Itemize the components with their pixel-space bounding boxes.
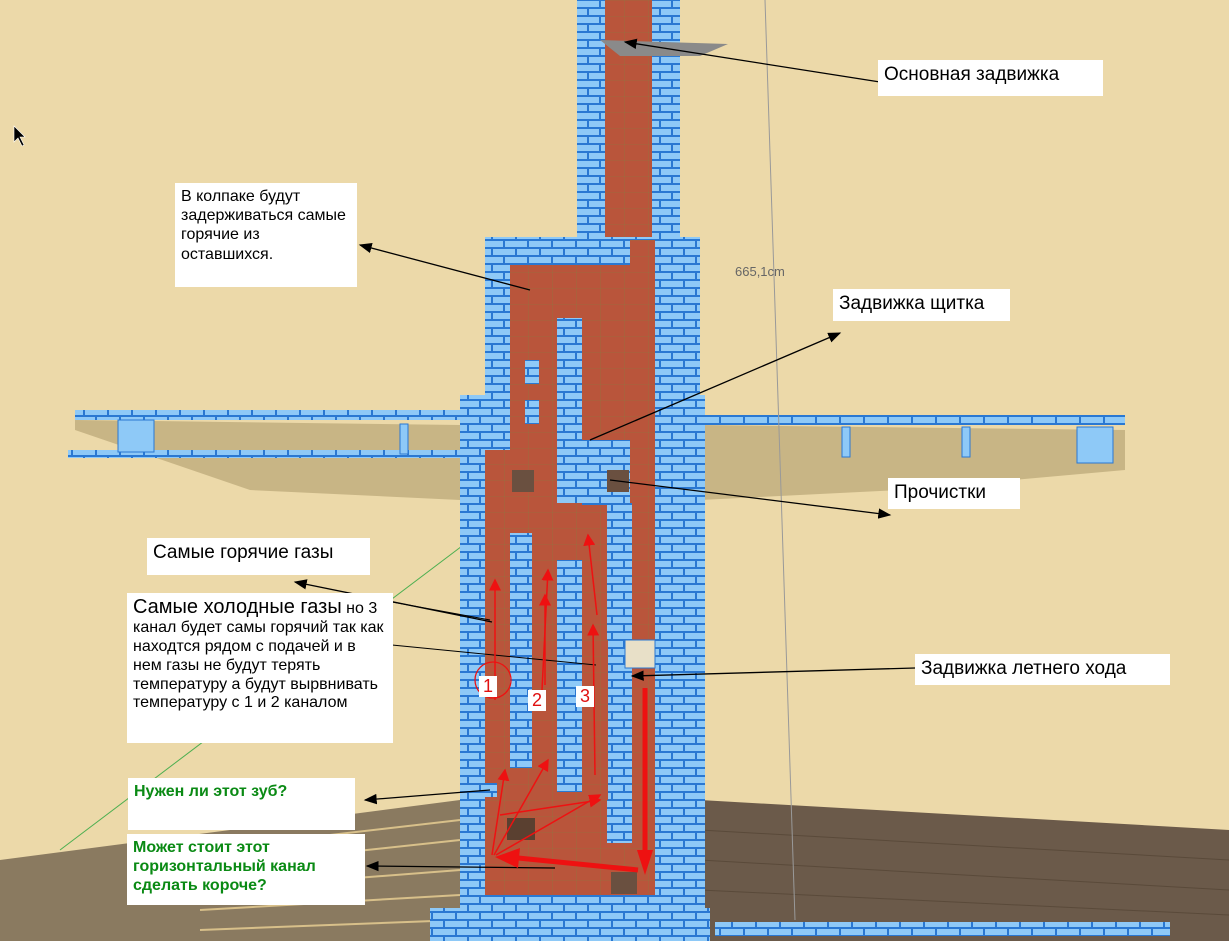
label-cleanouts: Прочистки: [888, 478, 1020, 509]
label-coldest-gases: Самые холодные газы но 3 канал будет сам…: [127, 593, 393, 743]
label-channel-question: Может стоит этот горизонтальный канал сд…: [127, 834, 365, 905]
channel-number-1: 1: [479, 676, 498, 697]
dimension-readout: 665,1cm: [735, 264, 785, 279]
label-main-damper: Основная задвижка: [878, 60, 1103, 96]
label-hood-note: В колпаке будут задерживаться самые горя…: [175, 183, 357, 287]
chimney: [577, 0, 728, 240]
channel-number-3: 3: [576, 686, 595, 707]
main-flow-arrow: [495, 688, 653, 875]
coldest-gases-text: но 3 канал будет самы горячий так как на…: [133, 600, 384, 712]
cold-gases-leaders: [391, 601, 597, 666]
channel-number-2: 2: [528, 690, 547, 711]
label-shield-damper: Задвижка щитка: [833, 289, 1010, 321]
label-tooth-question: Нужен ли этот зуб?: [128, 778, 355, 830]
stove-body: [430, 237, 710, 941]
label-summer-damper: Задвижка летнего хода: [915, 654, 1170, 685]
coldest-gases-heading: Самые холодные газы: [133, 596, 342, 618]
channel-1-highlight: [474, 661, 512, 699]
ceiling-beams: [68, 410, 1125, 500]
mouse-cursor-icon: [13, 125, 26, 147]
label-hottest-gases: Самые горячие газы: [147, 538, 370, 575]
